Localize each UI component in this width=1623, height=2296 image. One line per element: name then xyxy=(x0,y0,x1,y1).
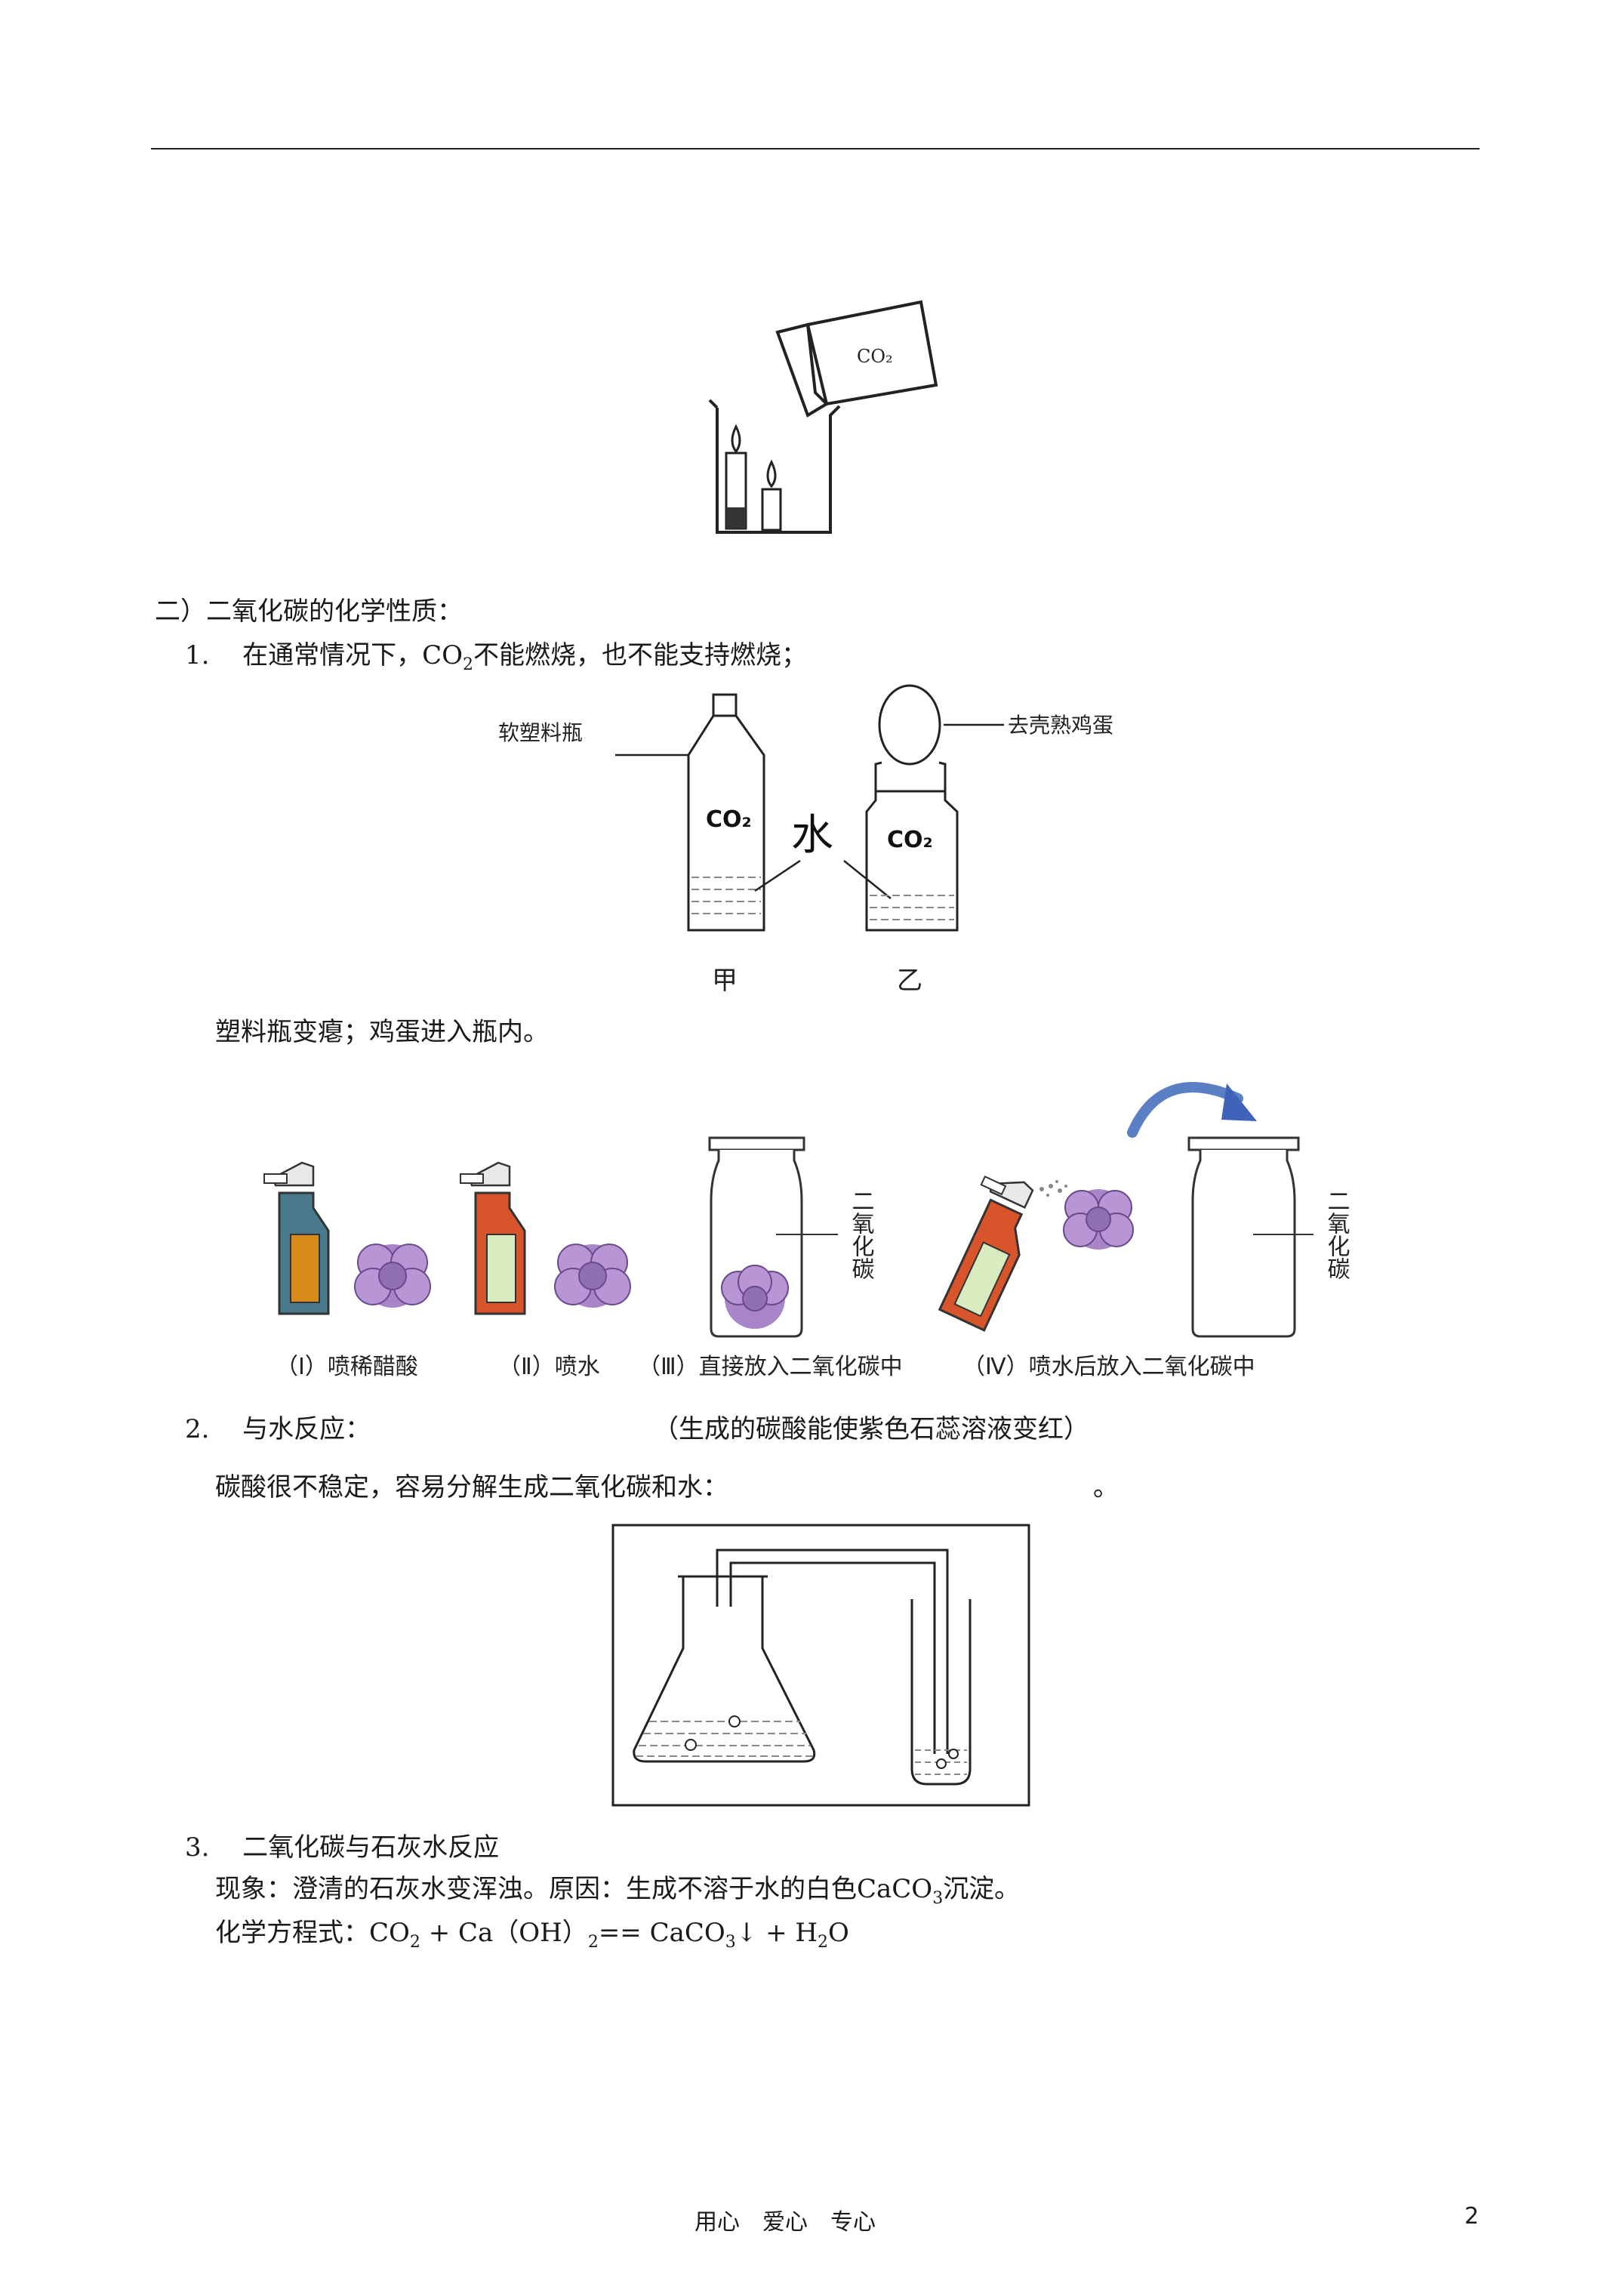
item-2-number: 2. xyxy=(185,1414,210,1444)
beaker xyxy=(708,399,841,534)
curved-arrow-icon xyxy=(1127,1082,1243,1138)
tube-liquid xyxy=(915,1749,967,1775)
eq-co-sub: 2 xyxy=(409,1932,420,1952)
equation-label: 化学方程式： xyxy=(215,1918,369,1948)
spray-bottle-water-icon xyxy=(460,1161,526,1315)
equation-line: 化学方程式：CO2 + Ca（OH）2== CaCO3↓ + H2O xyxy=(215,1918,849,1958)
phenomenon-sub: 3 xyxy=(932,1888,944,1908)
flower-3-icon xyxy=(721,1265,789,1329)
item-3-number: 3. xyxy=(185,1832,210,1863)
item-1: 1. 在通常情况下，CO2不能燃烧，也不能支持燃烧； xyxy=(185,640,807,680)
flower-4-icon xyxy=(1063,1189,1134,1250)
eq-co: CO xyxy=(369,1918,410,1948)
item-1-sub: 2 xyxy=(462,655,473,674)
eq-o: O xyxy=(828,1918,849,1948)
gas-bottle-label: CO₂ xyxy=(857,346,893,367)
left-water xyxy=(691,877,761,914)
phenomenon-line: 现象：澄清的石灰水变浑浊。原因：生成不溶于水的白色CaCO3沉淀。 xyxy=(215,1874,1020,1914)
delivery-tube xyxy=(716,1549,949,1754)
spray-bottle-acetic-icon xyxy=(263,1161,330,1315)
item-2-text: 与水反应： xyxy=(242,1414,371,1444)
observation-text: 塑料瓶变瘪；鸡蛋进入瓶内。 xyxy=(215,1017,549,1047)
water-label: 水 xyxy=(791,811,833,860)
item-1-text-pre: 在通常情况下，CO xyxy=(242,640,463,670)
figure-co2-candles: CO₂ xyxy=(708,300,938,534)
caption-i: （Ⅰ）喷稀醋酸 xyxy=(276,1354,418,1380)
flask-liquid xyxy=(636,1721,814,1757)
egg-bottle xyxy=(865,684,959,932)
figure-litmus-flower: 二氧化碳 二氧化碳 （Ⅰ）喷稀醋酸 （Ⅱ）喷水 （Ⅲ）直接放入二氧化碳中 （Ⅳ）… xyxy=(263,1082,1350,1380)
soft-bottle-callout: 软塑料瓶 xyxy=(498,720,583,745)
phenomenon-post: 沉淀。 xyxy=(943,1874,1021,1904)
footer-slogan: 用心 爱心 专心 xyxy=(694,2209,876,2236)
header-rule xyxy=(151,148,1480,149)
eq-h-sub: 2 xyxy=(818,1932,829,1952)
eq-end: + H xyxy=(765,1918,818,1948)
phenomenon-pre: 现象：澄清的石灰水变浑浊。原因：生成不溶于水的白色CaCO xyxy=(215,1874,933,1904)
item-1-number: 1. xyxy=(185,640,210,670)
item-3: 3. 二氧化碳与石灰水反应 xyxy=(185,1832,499,1863)
flower-1-icon xyxy=(354,1244,431,1308)
right-water xyxy=(870,895,954,920)
jar-3-label: 二氧化碳 xyxy=(848,1189,875,1280)
item-3-text: 二氧化碳与石灰水反应 xyxy=(242,1832,500,1863)
tall-candle-icon xyxy=(725,424,747,530)
conical-flask xyxy=(633,1575,816,1763)
page-number: 2 xyxy=(1464,2203,1480,2230)
figure-bottle-egg: 软塑料瓶 CO₂ 水 CO₂ 去壳熟鸡蛋 甲 乙 xyxy=(498,684,1113,996)
caption-ii: （Ⅱ）喷水 xyxy=(498,1354,600,1380)
item-2-note: （生成的碳酸能使紫色石蕊溶液变红） xyxy=(653,1414,1089,1444)
left-caption: 甲 xyxy=(712,966,738,996)
short-candle-icon xyxy=(761,459,782,532)
test-tube xyxy=(910,1599,972,1786)
plastic-bottle xyxy=(687,693,765,932)
co2-gas-bottle xyxy=(775,300,938,418)
section-heading: 二）二氧化碳的化学性质： xyxy=(155,596,463,627)
item-1-text-post: 不能燃烧，也不能支持燃烧； xyxy=(473,640,807,670)
carbonic-acid-line: 碳酸很不稳定，容易分解生成二氧化碳和水： xyxy=(215,1472,728,1502)
figure-flask-apparatus xyxy=(611,1524,1030,1807)
eq-mid-sub: 2 xyxy=(587,1932,599,1952)
eq-caco-sub: 3 xyxy=(725,1932,736,1952)
item-2: 2. 与水反应： xyxy=(185,1414,371,1444)
right-caption: 乙 xyxy=(897,966,922,996)
eq-mid: + Ca（OH） xyxy=(428,1918,588,1948)
eq-eq: == CaCO xyxy=(598,1918,725,1948)
flower-2-icon xyxy=(554,1244,631,1308)
right-bottle-gas: CO₂ xyxy=(887,827,933,853)
caption-iii: （Ⅲ）直接放入二氧化碳中 xyxy=(638,1354,903,1380)
spray-bottle-iv-icon xyxy=(938,1175,1034,1332)
precipitate-arrow: ↓ xyxy=(735,1918,758,1948)
caption-iv: （Ⅳ）喷水后放入二氧化碳中 xyxy=(962,1354,1255,1380)
egg-callout: 去壳熟鸡蛋 xyxy=(1008,713,1113,738)
co2-jar-4 xyxy=(1187,1136,1300,1338)
carbonic-acid-end: 。 xyxy=(1093,1472,1119,1502)
jar-4-label: 二氧化碳 xyxy=(1323,1189,1350,1280)
spray-mist xyxy=(1039,1180,1067,1197)
left-bottle-gas: CO₂ xyxy=(706,806,752,833)
